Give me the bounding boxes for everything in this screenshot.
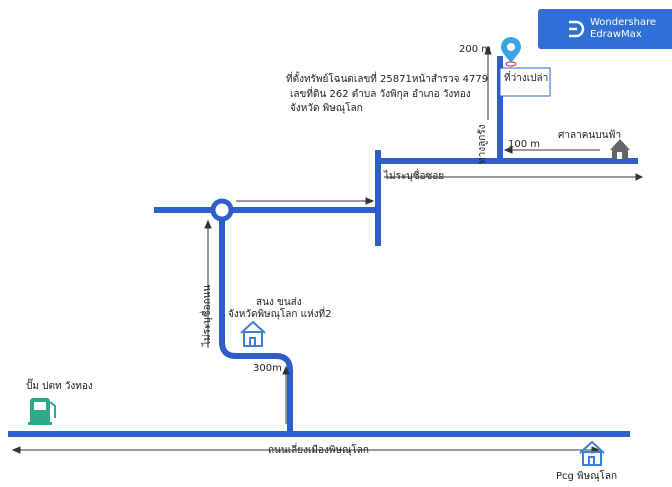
arrow-200m-head bbox=[484, 45, 492, 55]
pcg-label: Pcg พิษณุโลก bbox=[556, 471, 618, 482]
distance-200m-label: 200 m bbox=[459, 44, 492, 55]
location-pin-icon bbox=[501, 37, 521, 67]
arrow-unnamed-road-head bbox=[204, 219, 212, 229]
unnamed-soi-label: ไม่ระบุชื่อซอย bbox=[384, 171, 445, 182]
edrawmax-logo-icon bbox=[569, 20, 585, 38]
arrow-300m-head bbox=[282, 365, 290, 375]
brand-line-2: EdrawMax bbox=[590, 29, 642, 40]
unnamed-road bbox=[219, 210, 293, 434]
address-line-2: เลขที่ดิน 262 ตำบล วังพิกุล อำเภอ วังทอง bbox=[290, 89, 471, 100]
arrow-soi-head bbox=[635, 173, 644, 181]
arrow-bypass-left-head bbox=[11, 446, 21, 454]
vacant-lot-label: ที่ว่างเปล่า bbox=[504, 73, 549, 84]
address-line-1: ที่ตั้งทรัพย์โฉนดเลขที่ 25871หน้าสำรวจ 4… bbox=[286, 74, 489, 85]
address-line-3: จังหวัด พิษณุโลก bbox=[290, 103, 363, 114]
unnamed-road-label: ไม่ระบุชื่อถนน bbox=[202, 284, 213, 346]
arrow-connector-head bbox=[365, 197, 375, 205]
arrow-100m-head bbox=[503, 146, 513, 154]
house-icon bbox=[240, 320, 266, 347]
arrows bbox=[11, 45, 644, 454]
transport-office-line-1: สนง ขนส่ง bbox=[256, 297, 302, 308]
pavilion-label: ศาลาคนบนฟ้า bbox=[558, 130, 622, 141]
gas-station-label: ปั๊ม ปตท วังทอง bbox=[26, 381, 93, 392]
transport-office-line-2: จังหวัดพิษณุโลก แห่งที่2 bbox=[228, 309, 332, 320]
house-icon-pcg bbox=[579, 440, 605, 466]
roundabout bbox=[210, 198, 234, 222]
laterite-road-label: ทางลูกรัง bbox=[477, 124, 488, 164]
gas-station-icon bbox=[28, 398, 56, 425]
brand-line-1: Wondershare bbox=[590, 17, 657, 28]
bypass-road-label: ถนนเลี่ยงเมืองพิษณุโลก bbox=[268, 445, 369, 456]
distance-100m-label: 100 m bbox=[508, 139, 541, 150]
vacant-lot-frame bbox=[499, 67, 551, 97]
distance-300m-label: 300m bbox=[253, 363, 282, 374]
brand-badge: Wondershare EdrawMax bbox=[538, 9, 672, 49]
pavilion-icon bbox=[610, 139, 630, 159]
